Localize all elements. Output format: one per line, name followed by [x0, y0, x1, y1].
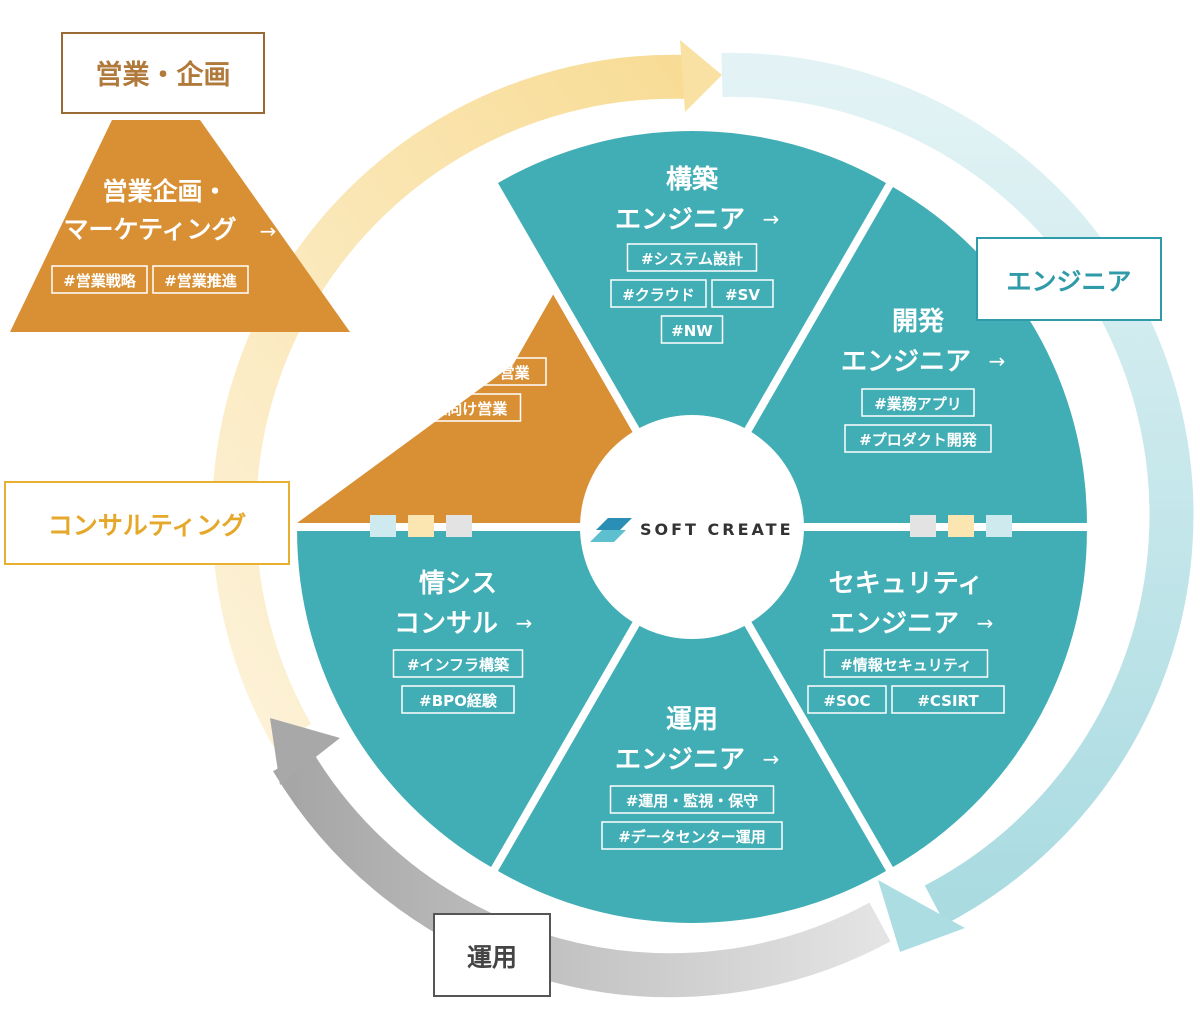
tag-lower_right: #CSIRT [891, 685, 1005, 714]
triangle-tags: #営業戦略 #営業推進 [51, 265, 249, 294]
svg-text:#データセンター運用: #データセンター運用 [618, 828, 766, 846]
triangle-shape [10, 120, 350, 332]
svg-text:#クラウド: #クラウド [622, 286, 695, 304]
arrow-icon: → [977, 611, 994, 635]
triangle-sales-planning[interactable]: 営業企画・ マーケティング → #営業戦略 #営業推進 [10, 120, 350, 332]
tag-lower_left: #インフラ構築 [392, 649, 524, 678]
svg-text:#業務アプリ: #業務アプリ [874, 395, 962, 413]
tag-top: #NW [660, 315, 724, 344]
category-label-operations: 運用 [467, 943, 517, 972]
svg-text:#運用・監視・保守: #運用・監視・保守 [626, 792, 759, 810]
segment-lower_left[interactable] [297, 531, 686, 868]
gap-bars [370, 515, 1012, 537]
category-label-consulting: コンサルティング [48, 511, 247, 540]
tag-lower_left: #BPO経験 [401, 685, 515, 714]
arrow-icon: → [516, 611, 533, 635]
gap-bar [408, 515, 434, 537]
segment-title-top: 構築 [666, 164, 719, 195]
tag-bottom: #データセンター運用 [601, 821, 783, 850]
segment-subtitle-upper_right: エンジニア [841, 347, 971, 377]
segment-upper_left[interactable] [297, 294, 686, 523]
svg-text:#ソリューション営業: #ソリューション営業 [382, 364, 530, 382]
gap-bar [370, 515, 396, 537]
segment-subtitle-top: エンジニア [615, 205, 745, 235]
segment-title-upper_left: 営業 [420, 317, 472, 347]
category-box-engineer: エンジニア [976, 237, 1162, 321]
soft-create-logo-icon [590, 518, 632, 542]
segment-text-upper_left: 営業 → #ソリューション営業 #法人向け営業 [365, 317, 547, 422]
gap-bar [910, 515, 936, 537]
svg-text:#システム設計: #システム設計 [641, 250, 743, 268]
triangle-title-line1: 営業企画・ [102, 177, 227, 206]
svg-text:#プロダクト開発: #プロダクト開発 [859, 431, 978, 449]
tag-triangle: #営業戦略 [51, 265, 148, 294]
svg-text:#営業戦略: #営業戦略 [63, 272, 137, 290]
tag-triangle: #営業推進 [152, 265, 249, 294]
tag-upper_right: #プロダクト開発 [844, 424, 992, 453]
segment-subtitle-lower_right: エンジニア [829, 609, 959, 639]
svg-text:#インフラ構築: #インフラ構築 [407, 656, 510, 674]
segment-title-upper_right: 開発 [892, 307, 945, 337]
segment-subtitle-bottom: エンジニア [615, 745, 745, 775]
arrow-icon: → [490, 319, 507, 343]
category-label-sales-planning: 営業・企画 [96, 59, 231, 91]
gap-bar [986, 515, 1012, 537]
ring-arc-operations [273, 748, 891, 998]
svg-text:#情報セキュリティ: #情報セキュリティ [840, 656, 972, 674]
segment-lower_right[interactable] [698, 531, 1087, 868]
gap-bar [948, 515, 974, 537]
tag-bottom: #運用・監視・保守 [609, 785, 775, 814]
svg-text:#CSIRT: #CSIRT [917, 692, 979, 710]
category-box-sales-planning: 営業・企画 [61, 32, 265, 114]
svg-text:#NW: #NW [671, 322, 713, 340]
segment-bottom[interactable] [498, 535, 886, 923]
tag-upper_left: #法人向け営業 [390, 393, 522, 422]
ring-arrowhead-engineer [878, 880, 965, 952]
category-label-engineer: エンジニア [1006, 267, 1131, 296]
segment-title-bottom: 運用 [666, 705, 718, 735]
tag-upper_right: #業務アプリ [861, 388, 975, 417]
segment-subtitle-lower_left: コンサル [394, 609, 498, 639]
arrow-icon: → [763, 747, 780, 771]
segment-title-lower_right: セキュリティ [829, 569, 983, 599]
svg-text:#SOC: #SOC [823, 692, 870, 710]
tag-top: #システム設計 [626, 243, 758, 272]
tag-top: #SV [711, 279, 774, 308]
center-circle [580, 415, 804, 639]
ring-arc-engineer [721, 52, 1194, 925]
ring-arrowhead-operations [270, 718, 340, 785]
brand-name: SOFT CREATE [640, 520, 794, 539]
svg-text:#SV: #SV [725, 286, 760, 304]
tag-lower_right: #SOC [807, 685, 887, 714]
gap-bar [446, 515, 472, 537]
arrow-icon: → [260, 219, 277, 243]
category-box-consulting: コンサルティング [4, 481, 290, 565]
triangle-title-line2: マーケティング [63, 215, 236, 244]
segment-top[interactable] [498, 130, 886, 519]
tag-lower_right: #情報セキュリティ [823, 649, 989, 678]
svg-text:#営業推進: #営業推進 [164, 272, 238, 290]
tag-upper_left: #ソリューション営業 [365, 357, 547, 386]
segment-title-lower_left: 情シス [419, 569, 497, 599]
svg-text:#法人向け営業: #法人向け営業 [405, 400, 509, 418]
tag-top: #クラウド [610, 279, 707, 308]
arrow-icon: → [989, 349, 1006, 373]
arrow-icon: → [763, 207, 780, 231]
ring-arrowhead-consulting [680, 40, 722, 112]
category-box-operations: 運用 [433, 913, 551, 997]
svg-text:#BPO経験: #BPO経験 [419, 692, 498, 710]
